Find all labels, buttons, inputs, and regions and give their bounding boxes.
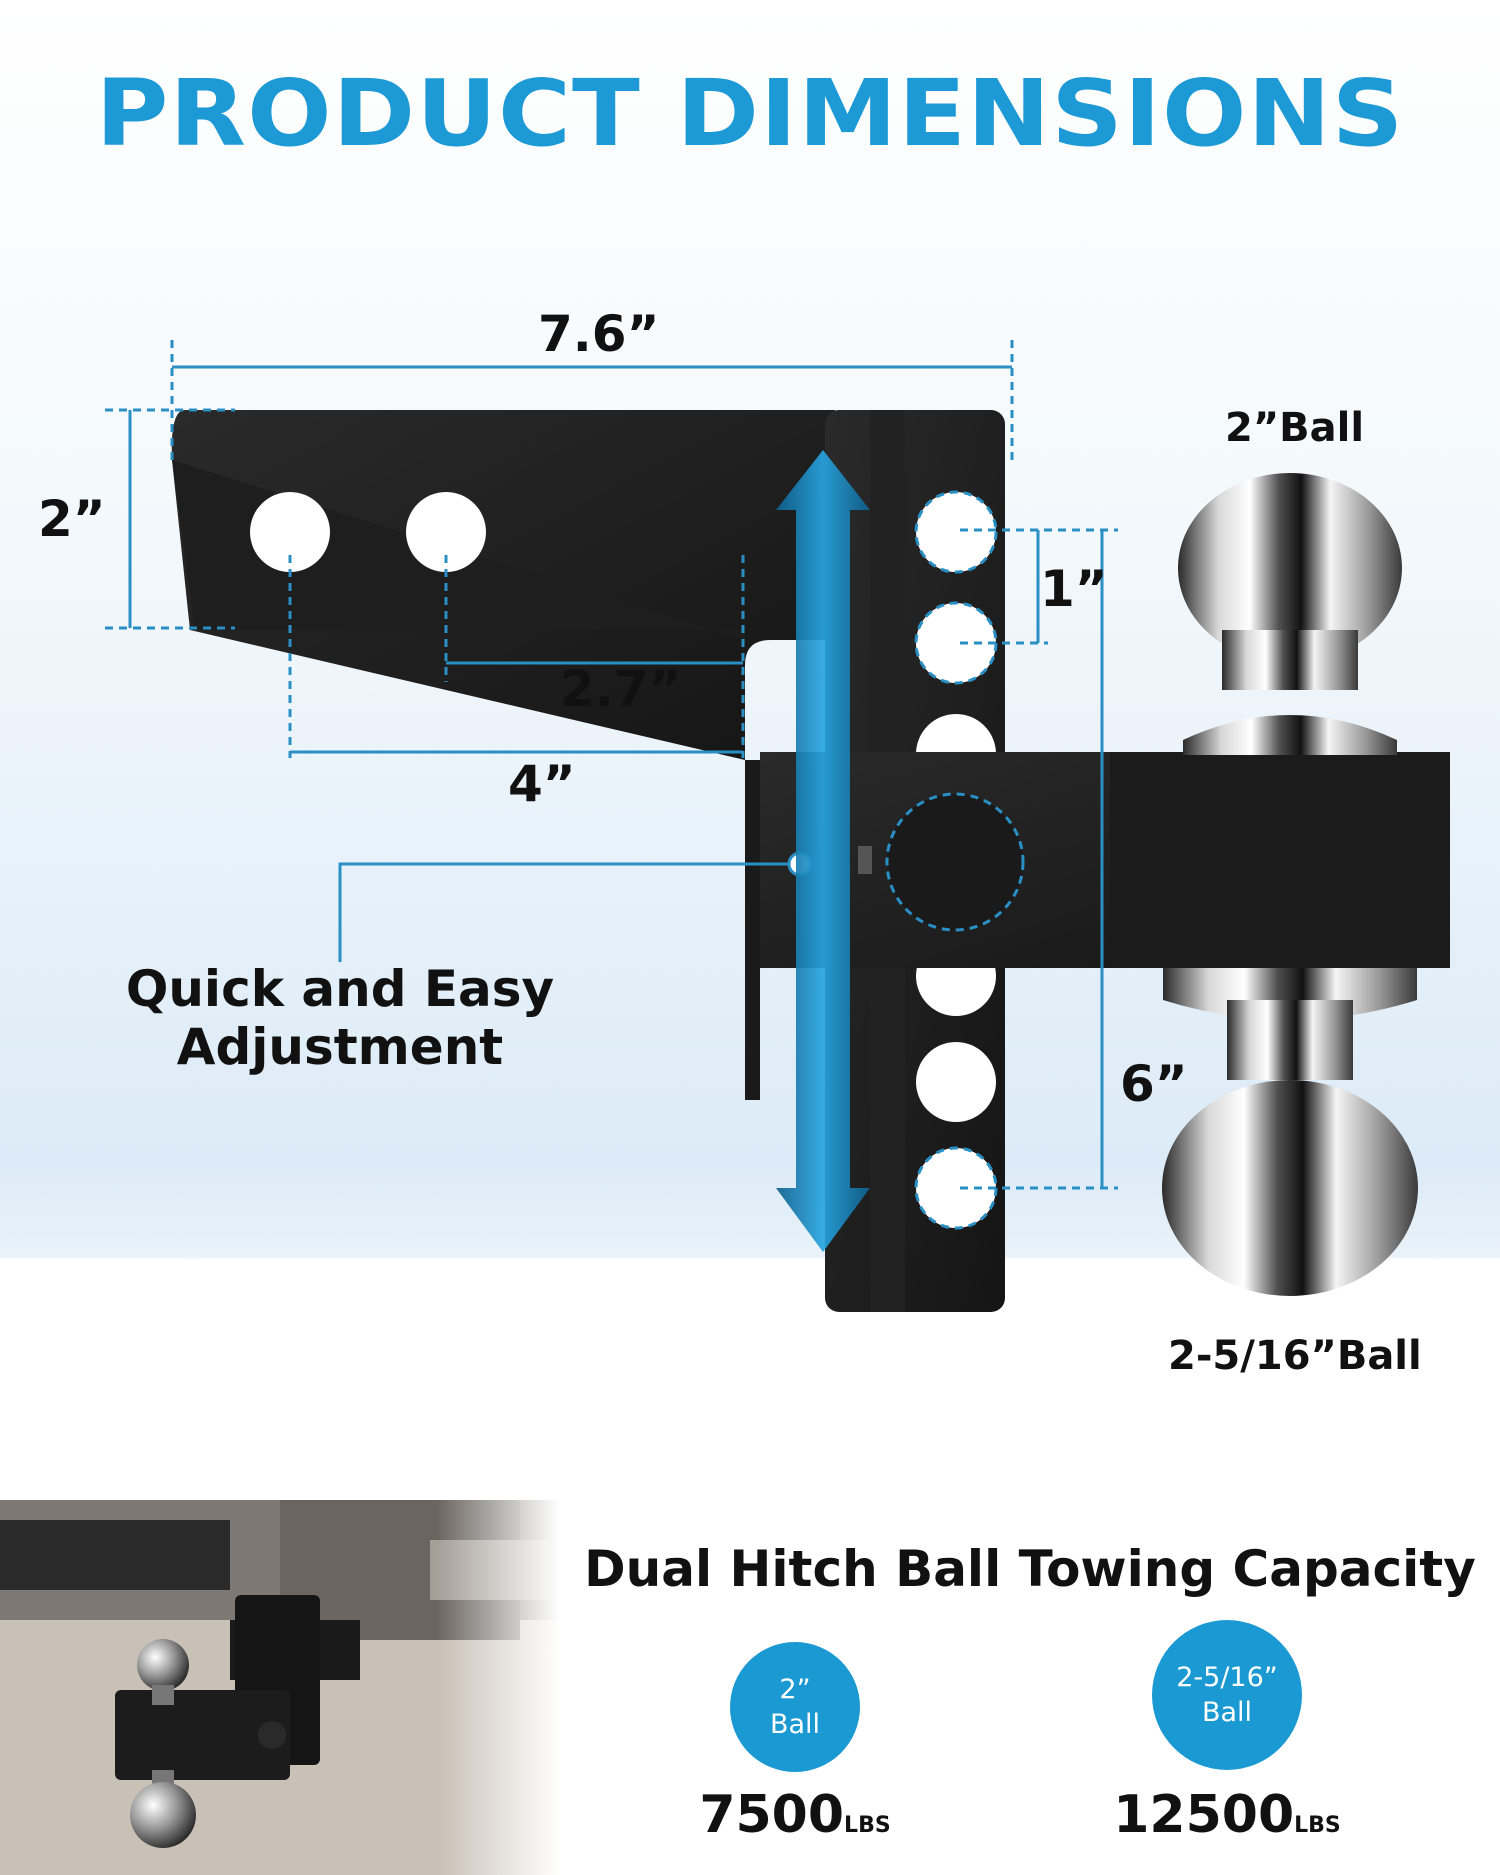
capacity-section: Dual Hitch Ball Towing Capacity 2” Ball …: [0, 1500, 1500, 1875]
capacity-value-2-number: 7500: [699, 1785, 845, 1845]
capacity-title: Dual Hitch Ball Towing Capacity: [584, 1540, 1476, 1598]
page-title: PRODUCT DIMENSIONS: [95, 60, 1405, 167]
dim-overall-length: 7.6”: [538, 305, 660, 363]
dim-hole-to-drop: 2.7”: [560, 660, 682, 718]
hitch-photo: [0, 1500, 560, 1875]
dim-rise-drop: 6”: [1120, 1055, 1188, 1113]
badge-2-ball: 2” Ball: [730, 1642, 860, 1772]
adjustment-callout: Quick and Easy Adjustment: [120, 960, 560, 1076]
hitch-diagram: [105, 340, 1450, 1312]
capacity-value-2-5-16-number: 12500: [1113, 1785, 1295, 1845]
adjustment-pin: [885, 792, 1025, 932]
shank-hole: [406, 492, 486, 572]
shank-hole: [250, 492, 330, 572]
collar-slot: [858, 846, 872, 874]
badge-2-5-16-line2: Ball: [1201, 1697, 1253, 1728]
callout-line-2: Adjustment: [176, 1018, 504, 1076]
adjustment-arrow: [776, 450, 870, 1252]
badge-2-line2: Ball: [769, 1709, 821, 1740]
capacity-value-2-5-16-unit: LBS: [1294, 1813, 1341, 1838]
dim-hole-spacing: 1”: [1040, 560, 1108, 618]
dim-hole-to-drop-far: 4”: [508, 755, 576, 813]
dimension-lines: [105, 340, 1118, 1190]
capacity-value-2-unit: LBS: [844, 1813, 891, 1838]
capacity-value-2: 7500LBS: [645, 1785, 945, 1845]
badge-2-line1: 2”: [779, 1674, 811, 1705]
capacity-value-2-5-16: 12500LBS: [1077, 1785, 1377, 1845]
badge-2-5-16-line1: 2-5/16”: [1176, 1662, 1278, 1693]
ball-label-top: 2”Ball: [1225, 405, 1365, 451]
hitch-balls: [1162, 473, 1418, 1296]
drop-shank-left: [745, 760, 760, 1100]
badge-2-5-16-ball: 2-5/16” Ball: [1152, 1620, 1302, 1770]
collar-side: [1110, 752, 1450, 968]
callout-line-1: Quick and Easy: [125, 960, 555, 1018]
ball-label-bottom: 2-5/16”Ball: [1168, 1333, 1422, 1379]
dim-shank-height: 2”: [38, 490, 106, 548]
